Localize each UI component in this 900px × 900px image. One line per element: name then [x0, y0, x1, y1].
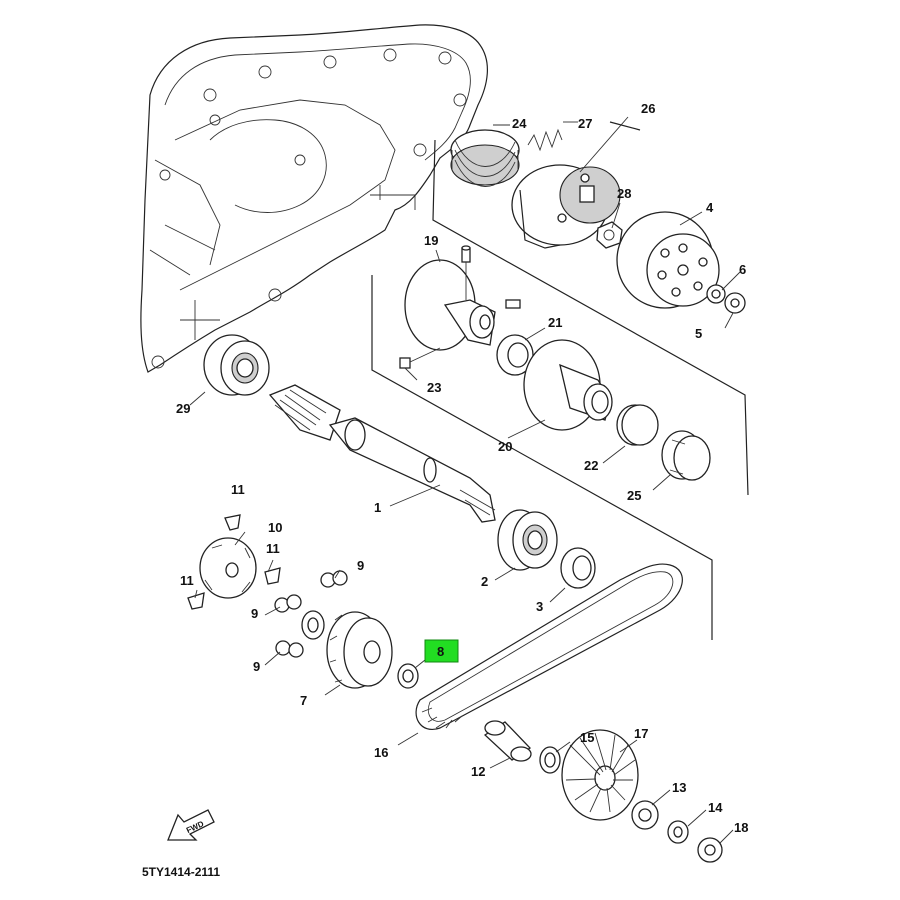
primary-fixed-sheave-fan	[561, 729, 639, 821]
callout-16: 16	[374, 745, 388, 760]
callout-8-highlight	[424, 639, 459, 663]
callout-11-top: 11	[231, 482, 245, 497]
weight-roller	[274, 570, 348, 658]
callout-25: 25	[627, 488, 641, 503]
primary-shaft	[268, 384, 496, 523]
callout-8: 8	[437, 644, 444, 659]
callout-29: 29	[176, 401, 190, 416]
callout-12: 12	[471, 764, 485, 779]
callout-9-bottom: 9	[253, 659, 260, 674]
callout-11-mid: 11	[266, 541, 280, 556]
washer-drive	[667, 820, 689, 844]
secondary-sliding-sheave	[523, 339, 613, 431]
o-ring	[616, 404, 659, 446]
v-belt	[415, 563, 683, 731]
spacer-washer	[301, 610, 325, 640]
crankcase-outline	[140, 24, 488, 373]
callout-27: 27	[578, 116, 592, 131]
clutch-housing	[616, 211, 720, 309]
slider-piece	[187, 514, 281, 610]
callout-9-mid: 9	[251, 606, 258, 621]
callout-labels: 1 2 3 4 5 6 7 8 9 9 9 10 11 11 11 12 13 …	[176, 101, 748, 835]
small-spring	[527, 128, 563, 152]
callout-5: 5	[695, 326, 702, 341]
compression-spring	[450, 129, 520, 187]
callout-15: 15	[580, 730, 594, 745]
clutch-group-bracket	[432, 121, 749, 496]
callout-10: 10	[268, 520, 282, 535]
oil-seal-lower	[560, 547, 596, 589]
callout-4: 4	[706, 200, 714, 215]
callout-18: 18	[734, 820, 748, 835]
callout-3: 3	[536, 599, 543, 614]
bearing-lower	[497, 509, 558, 571]
callout-17: 17	[634, 726, 648, 741]
clutch-carrier	[511, 164, 621, 249]
secondary-sheave-bracket	[371, 275, 713, 640]
flange-nut-drive	[631, 800, 659, 830]
leader-lines	[189, 116, 741, 844]
callout-6: 6	[739, 262, 746, 277]
forward-arrow-icon: FWD	[167, 809, 215, 841]
diagram-code: 5TY1414-2111	[142, 865, 220, 879]
cam-guide	[399, 245, 521, 369]
washer	[706, 284, 726, 304]
callout-14: 14	[708, 800, 723, 815]
bearing	[203, 334, 270, 396]
callout-20: 20	[498, 439, 512, 454]
nut-drive	[697, 837, 723, 863]
cam-plate	[199, 537, 257, 599]
callout-9-top: 9	[357, 558, 364, 573]
callout-26: 26	[641, 101, 655, 116]
collar	[661, 430, 711, 481]
primary-sliding-sheave	[326, 611, 393, 689]
callout-19: 19	[424, 233, 438, 248]
callout-28: 28	[617, 186, 631, 201]
sheave-collar	[483, 720, 532, 762]
callout-2: 2	[481, 574, 488, 589]
callout-21: 21	[548, 315, 562, 330]
callout-24: 24	[512, 116, 527, 131]
washer-fixed	[539, 746, 561, 774]
washer-highlighted	[397, 663, 419, 689]
oil-seal	[496, 334, 534, 376]
callout-1: 1	[374, 500, 381, 515]
callout-13: 13	[672, 780, 686, 795]
callout-22: 22	[584, 458, 598, 473]
flange-nut	[724, 292, 746, 314]
callout-7: 7	[300, 693, 307, 708]
callout-23: 23	[427, 380, 441, 395]
callout-11-left: 11	[180, 573, 194, 588]
